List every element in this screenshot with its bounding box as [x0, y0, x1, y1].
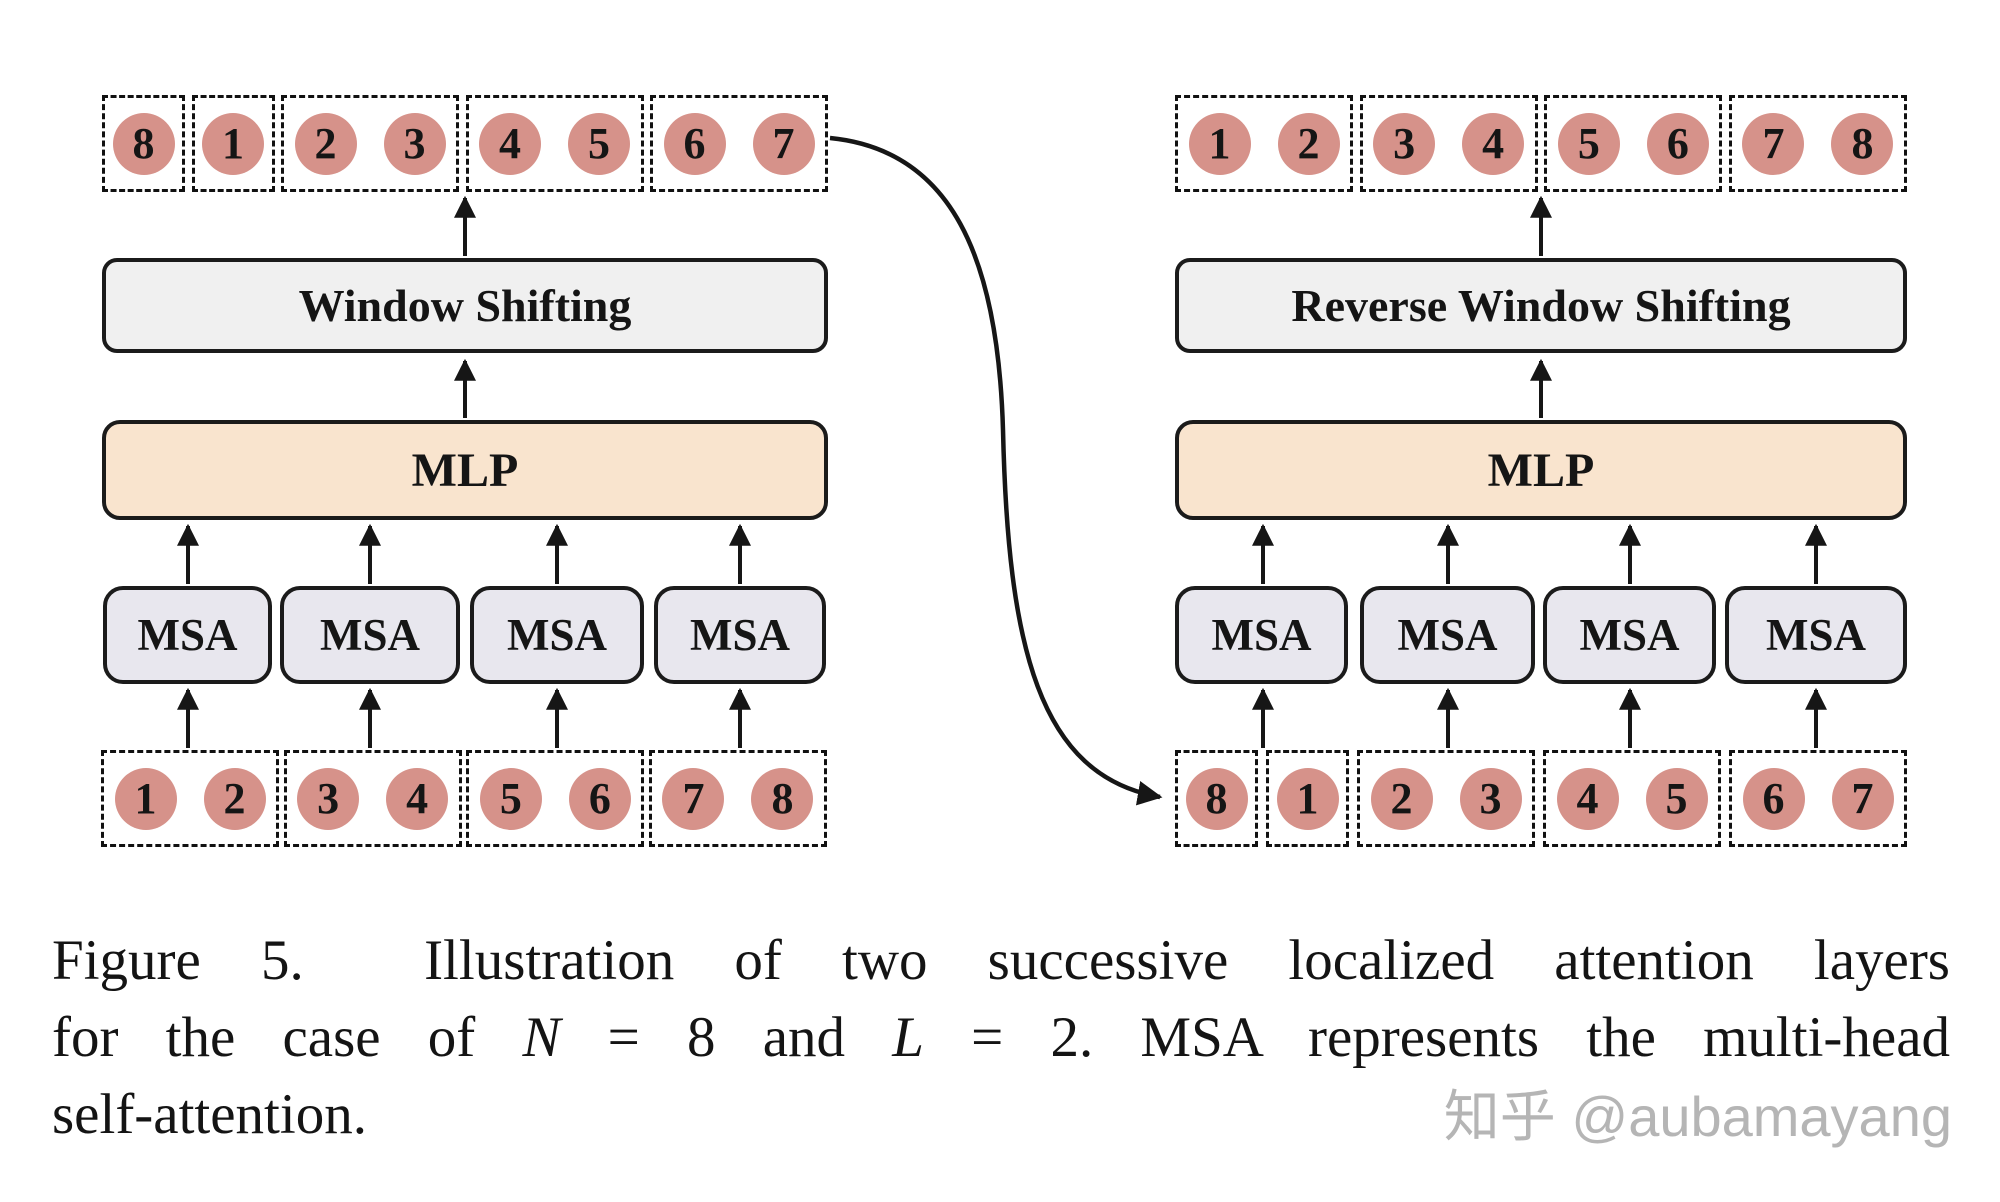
cross-layer-arrow — [829, 135, 1163, 806]
token-circle: 5 — [568, 112, 630, 175]
token-circle: 6 — [1646, 112, 1709, 175]
token-circle: 1 — [114, 767, 177, 830]
right-msa-label: MSA — [1766, 610, 1866, 660]
token-circle: 1 — [202, 112, 264, 175]
token-window: 8 — [102, 95, 185, 192]
left-window-shifting-box: Window Shifting — [102, 258, 828, 353]
caption-line: self-attention. — [52, 1083, 367, 1146]
token-circle: 3 — [383, 112, 446, 175]
token-circle: 7 — [752, 112, 815, 175]
token-circle: 8 — [1185, 767, 1248, 830]
token-circle: 3 — [297, 767, 360, 830]
right-msa-label: MSA — [1397, 610, 1498, 660]
token-circle: 7 — [1742, 112, 1805, 175]
left-msa-box-1: MSA — [103, 586, 272, 684]
left-window-shifting-label: Window Shifting — [298, 280, 632, 331]
token-circle: 1 — [1188, 112, 1251, 175]
right-msa-label: MSA — [1211, 610, 1312, 660]
token-circle: 7 — [662, 767, 725, 830]
right-reverse-window-shifting-box: Reverse Window Shifting — [1175, 258, 1907, 353]
token-circle: 2 — [1370, 767, 1433, 830]
token-circle: 1 — [1276, 767, 1339, 830]
token-circle: 2 — [1277, 112, 1340, 175]
left-msa-label: MSA — [320, 610, 420, 660]
right-mlp-box: MLP — [1175, 420, 1907, 520]
token-circle: 5 — [1645, 767, 1708, 830]
left-msa-box-2: MSA — [280, 586, 460, 684]
token-circle: 8 — [112, 112, 175, 175]
left-msa-box-3: MSA — [470, 586, 644, 684]
token-circle: 4 — [386, 767, 449, 830]
token-circle: 6 — [1742, 767, 1805, 830]
token-circle: 4 — [1556, 767, 1619, 830]
token-circle: 7 — [1831, 767, 1894, 830]
left-mlp-label: MLP — [411, 443, 519, 497]
right-msa-box-1: MSA — [1175, 586, 1348, 684]
token-circle: 8 — [1831, 112, 1894, 175]
token-circle: 3 — [1373, 112, 1436, 175]
token-window: 1 — [1266, 750, 1349, 847]
right-msa-box-4: MSA — [1725, 586, 1907, 684]
token-circle: 6 — [568, 767, 631, 830]
caption-line: Figure 5. Illustration of two successive… — [52, 929, 1950, 992]
token-circle: 8 — [751, 767, 814, 830]
left-msa-label: MSA — [507, 610, 607, 660]
right-reverse-window-shifting-label: Reverse Window Shifting — [1291, 280, 1791, 331]
token-circle: 4 — [1462, 112, 1525, 175]
token-window: 8 — [1175, 750, 1258, 847]
left-msa-box-4: MSA — [654, 586, 826, 684]
figure-caption: Figure 5. Illustration of two successive… — [52, 922, 1950, 1153]
left-msa-label: MSA — [690, 610, 790, 660]
token-circle: 3 — [1459, 767, 1522, 830]
watermark: 知乎 @aubamayang — [1443, 1085, 1952, 1148]
caption-line: for the case of N = 8 and L = 2. MSA rep… — [52, 1006, 1950, 1069]
token-circle: 5 — [479, 767, 542, 830]
right-msa-box-2: MSA — [1360, 586, 1535, 684]
token-circle: 6 — [663, 112, 726, 175]
left-mlp-box: MLP — [102, 420, 828, 520]
right-mlp-label: MLP — [1487, 443, 1595, 497]
right-msa-label: MSA — [1579, 610, 1680, 660]
token-window: 1 — [191, 95, 275, 192]
token-circle: 4 — [479, 112, 541, 175]
token-circle: 2 — [203, 767, 266, 830]
token-circle: 5 — [1557, 112, 1620, 175]
right-msa-box-3: MSA — [1543, 586, 1716, 684]
left-msa-label: MSA — [137, 610, 238, 660]
token-circle: 2 — [294, 112, 357, 175]
